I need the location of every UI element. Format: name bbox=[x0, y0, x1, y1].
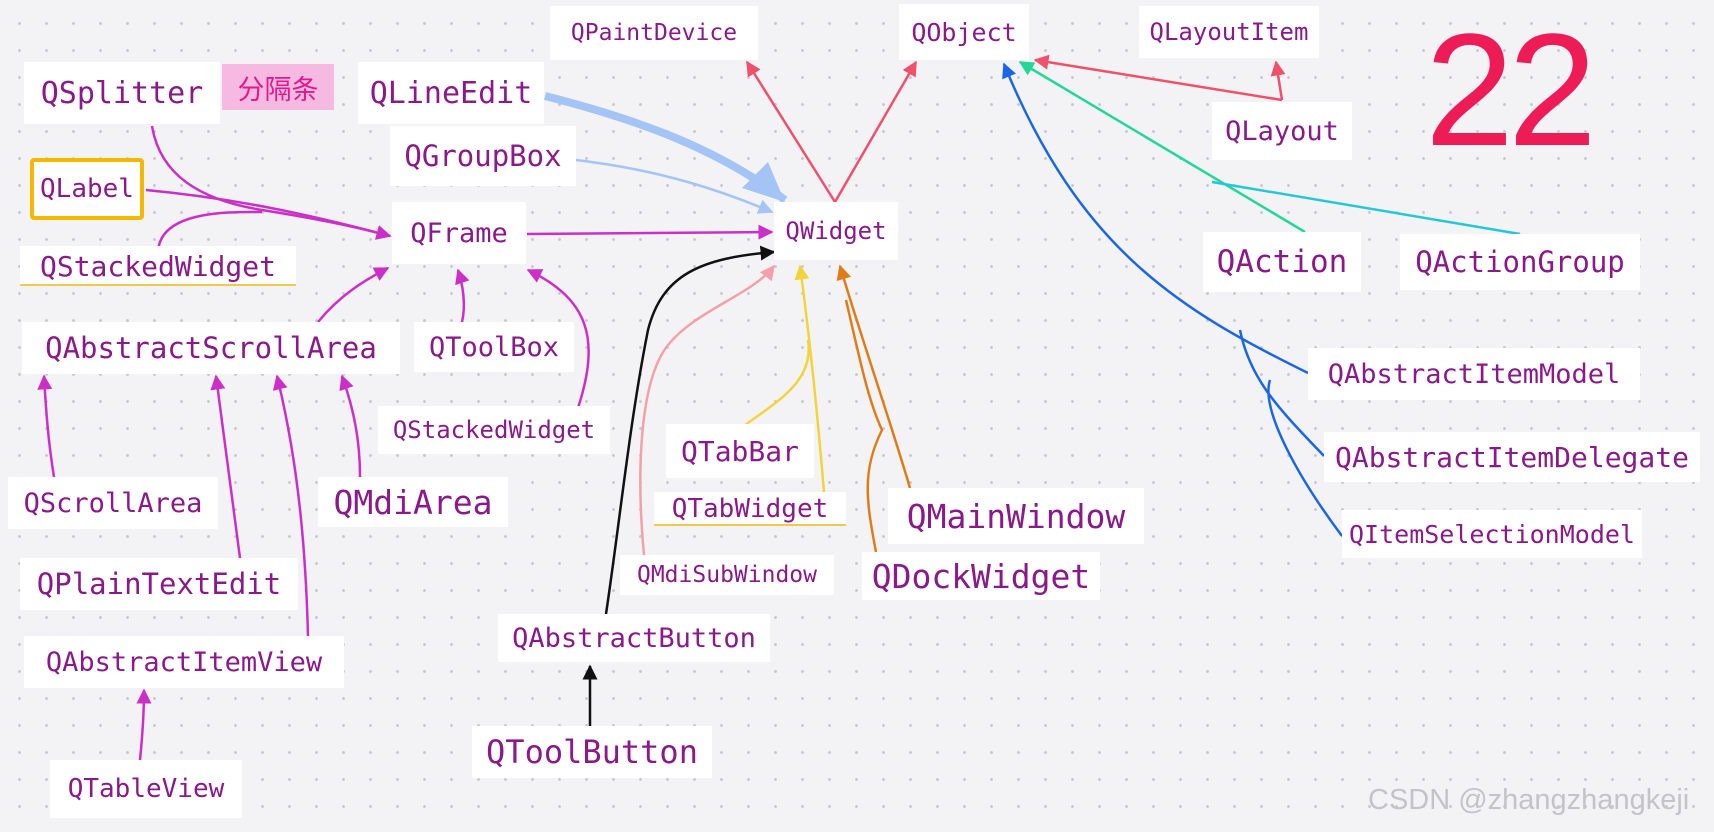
node-qstackedwidget-1: QStackedWidget bbox=[20, 246, 296, 286]
edge-qwidget-to-qpaintdevice bbox=[745, 60, 837, 203]
edge-qstackedwidget2-to-qframe bbox=[526, 268, 590, 409]
node-qgroupbox: QGroupBox bbox=[390, 126, 576, 186]
edge-qmdiarea-to-qabstractscrollarea bbox=[339, 374, 362, 478]
splitter-tag: 分隔条 bbox=[222, 64, 334, 110]
edge-qplaintextedit-to-qabstractscrollarea bbox=[210, 374, 242, 559]
node-qabstractitemdelegate: QAbstractItemDelegate bbox=[1324, 432, 1700, 482]
node-qlabel: QLabel bbox=[30, 158, 144, 220]
node-qlayoutitem: QLayoutItem bbox=[1139, 6, 1319, 58]
edge-qlayout-to-qlayoutitem bbox=[1270, 60, 1286, 101]
edge-qaction-to-qobject bbox=[1018, 60, 1306, 234]
node-qmainwindow: QMainWindow bbox=[888, 488, 1144, 544]
node-qtabbar: QTabBar bbox=[666, 424, 814, 478]
edge-qframe-to-qwidget bbox=[526, 224, 774, 240]
edge-qtabwidget-to-qwidget bbox=[794, 264, 826, 493]
edge-qmdisubwindow-to-qwidget bbox=[639, 264, 775, 556]
node-qabstractbutton: QAbstractButton bbox=[498, 614, 770, 662]
edge-qactiongroup-to-qobject bbox=[1211, 180, 1521, 236]
title-number-badge: 22 bbox=[1425, 0, 1597, 179]
node-qscrollarea: QScrollArea bbox=[8, 477, 218, 529]
node-qmdisubwindow: QMdiSubWindow bbox=[620, 555, 834, 595]
edge-qtableview-to-qabstractitemview bbox=[136, 688, 152, 761]
watermark: CSDN @zhangzhangkeji bbox=[1368, 784, 1690, 816]
edge-qstackedwidget1-to-qframe bbox=[156, 210, 263, 253]
edge-qitemselectionmodel-to-qobject bbox=[1267, 379, 1344, 537]
edge-qabstractitemmodel-to-qobject bbox=[1002, 62, 1309, 375]
edge-qscrollarea-to-qabstractscrollarea bbox=[37, 374, 56, 478]
edge-qdockwidget-to-qwidget bbox=[844, 299, 884, 553]
node-qlayout: QLayout bbox=[1212, 102, 1352, 160]
edge-qabstractitemview-to-qabstractscrollarea bbox=[272, 374, 310, 637]
node-qtoolbox: QToolBox bbox=[414, 322, 574, 372]
node-qwidget: QWidget bbox=[774, 202, 898, 260]
edge-qabstractscrollarea-to-qframe bbox=[317, 266, 390, 323]
edge-qmainwindow-to-qwidget bbox=[836, 264, 912, 489]
node-qtoolbutton: QToolButton bbox=[472, 726, 712, 778]
node-qdockwidget: QDockWidget bbox=[862, 552, 1100, 600]
node-qaction: QAction bbox=[1203, 232, 1361, 292]
edge-qlabel-to-qframe bbox=[145, 188, 392, 240]
node-qsplitter: QSplitter bbox=[24, 62, 220, 124]
node-qmdiarea: QMdiArea bbox=[318, 477, 508, 527]
edge-qabstractbutton-to-qwidget bbox=[604, 245, 776, 615]
edge-qlayout-to-qobject bbox=[1033, 54, 1283, 102]
edge-qtabbar-to-qwidget bbox=[735, 339, 810, 433]
node-qstackedwidget-2: QStackedWidget bbox=[378, 406, 610, 454]
edge-qtoolbox-to-qframe bbox=[455, 268, 470, 323]
edge-qlineedit-arrowhead bbox=[742, 162, 785, 202]
node-qtableview: QTableView bbox=[50, 760, 242, 818]
node-qobject: QObject bbox=[899, 4, 1029, 60]
edge-qwidget-to-qobject bbox=[833, 60, 918, 203]
node-qframe: QFrame bbox=[392, 202, 526, 264]
node-qactiongroup: QActionGroup bbox=[1400, 234, 1640, 290]
node-qabstractscrollarea: QAbstractScrollArea bbox=[22, 322, 400, 374]
node-qabstractitemview: QAbstractItemView bbox=[24, 636, 344, 688]
node-qpaintdevice: QPaintDevice bbox=[550, 6, 758, 60]
node-qtabwidget: QTabWidget bbox=[654, 492, 846, 526]
node-qabstractitemmodel: QAbstractItemModel bbox=[1308, 348, 1640, 400]
node-qitemselectionmodel: QItemSelectionModel bbox=[1342, 510, 1642, 558]
node-qlineedit: QLineEdit bbox=[358, 62, 544, 124]
node-qplaintextedit: QPlainTextEdit bbox=[20, 558, 298, 610]
edge-qgroupbox-to-qwidget bbox=[575, 158, 774, 214]
